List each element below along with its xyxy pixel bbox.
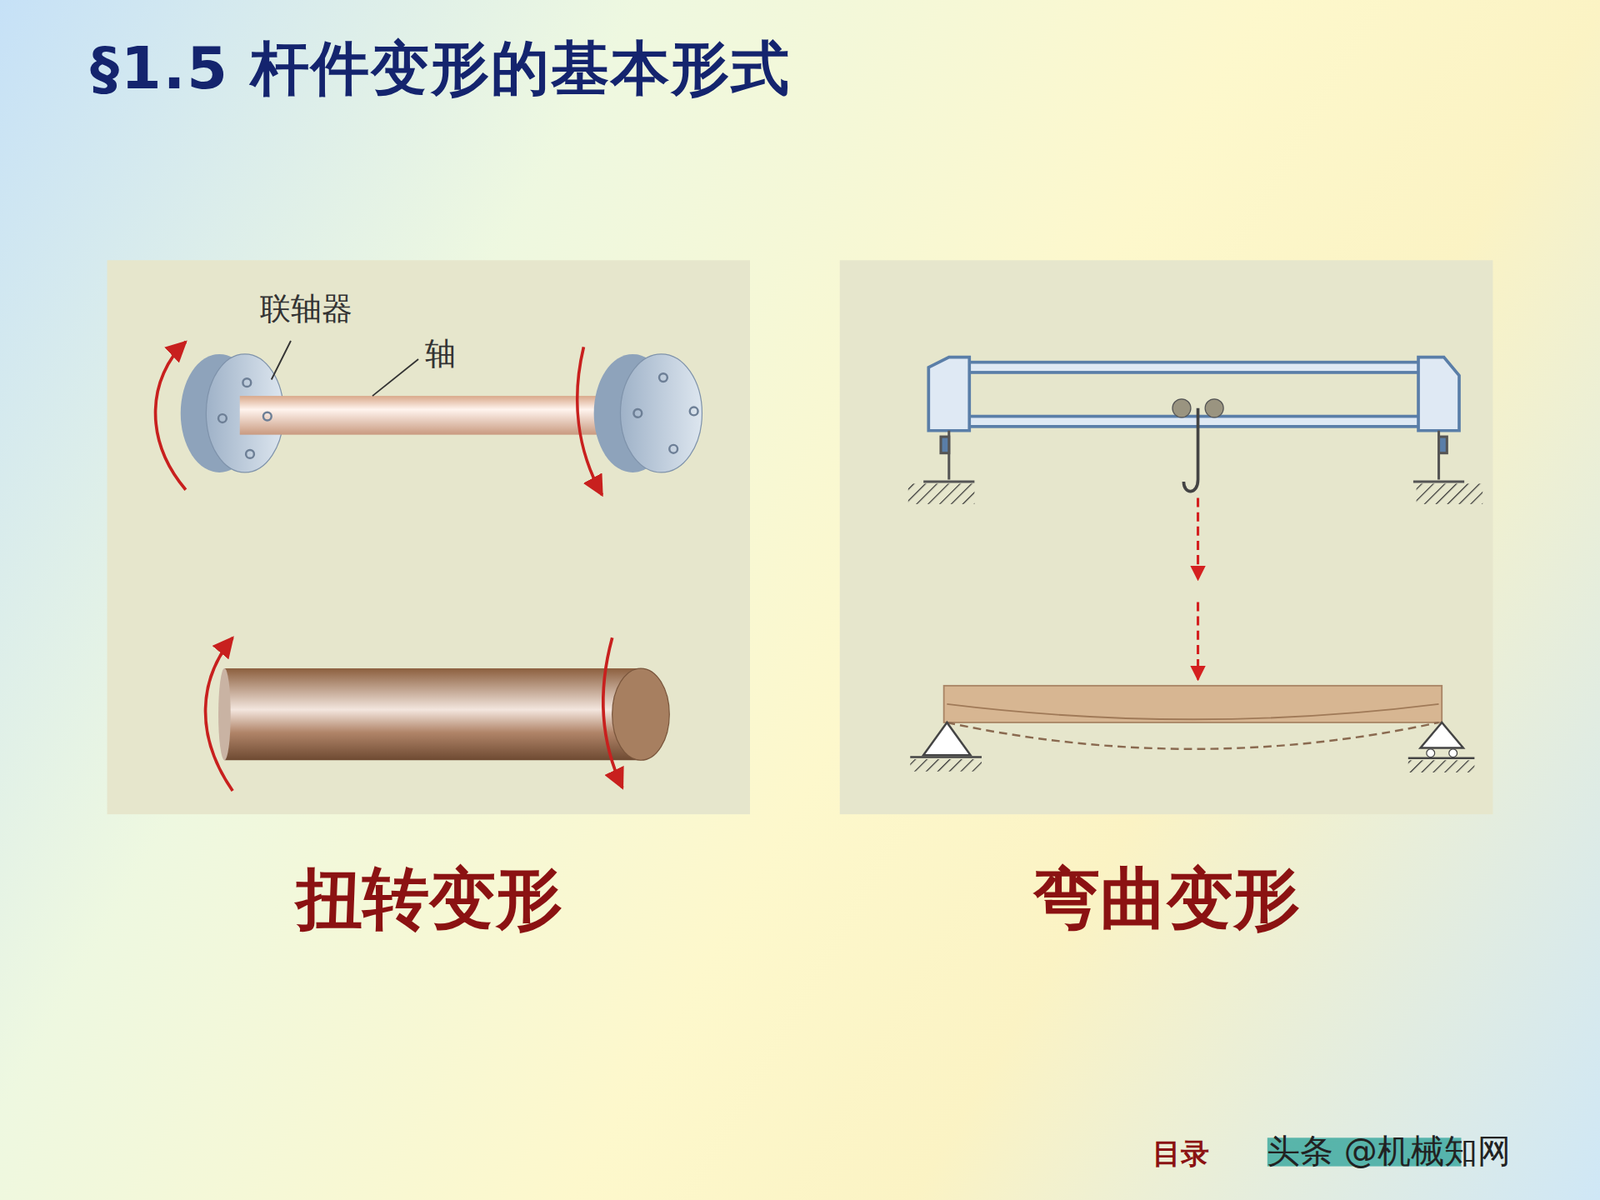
watermark: 头条 @机械知网 bbox=[1266, 1128, 1511, 1175]
part-label: 联轴器 bbox=[260, 288, 353, 330]
slide-title: §1.5 杆件变形的基本形式 bbox=[90, 30, 791, 109]
panel bbox=[107, 260, 750, 815]
part-label: 轴 bbox=[425, 333, 456, 375]
figure-panel: 弯曲变形 bbox=[840, 260, 1494, 815]
panel bbox=[840, 260, 1494, 815]
figure-caption: 弯曲变形 bbox=[840, 862, 1494, 936]
nav-link: 目录 bbox=[1152, 1135, 1210, 1174]
figure-caption: 扭转变形 bbox=[107, 862, 750, 936]
